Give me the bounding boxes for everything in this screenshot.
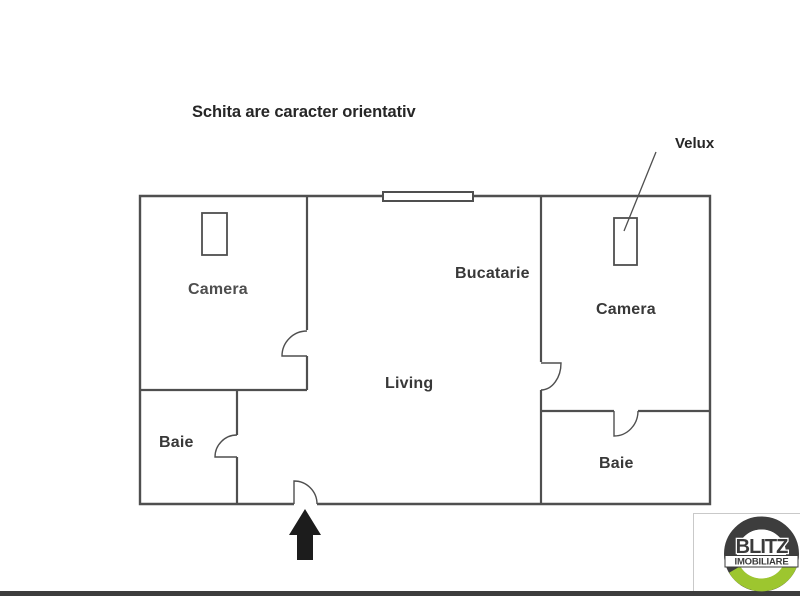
- logo-subtitle: IMOBILIARE: [735, 557, 789, 568]
- room-label-baie-left: Baie: [159, 434, 194, 451]
- room-label-living: Living: [385, 375, 434, 392]
- door-arc-camera-right: [540, 362, 562, 391]
- door-arc-baie-right: [613, 410, 639, 437]
- door-arc-entrance: [293, 480, 318, 505]
- agency-logo-box: BLITZ IMOBILIARE: [693, 513, 800, 592]
- room-label-baie-right: Baie: [599, 455, 634, 472]
- velux-pointer-line: [623, 151, 657, 232]
- velux-label: Velux: [675, 135, 715, 152]
- window-top-wall: [382, 191, 474, 202]
- bottom-divider-bar: [0, 591, 800, 596]
- logo-green-arc: [729, 559, 798, 592]
- interior-walls: [140, 196, 710, 504]
- logo-name: BLITZ: [736, 536, 788, 558]
- velux-window: [613, 217, 638, 266]
- window-rect-camera-left: [201, 212, 228, 256]
- door-arc-baie-left: [214, 434, 238, 458]
- room-label-bucatarie: Bucatarie: [455, 265, 530, 282]
- entrance-arrow-icon: [289, 509, 321, 560]
- logo-subtitle-banner: [724, 555, 799, 568]
- door-arc-camera-left: [281, 330, 308, 357]
- room-label-camera-left: Camera: [188, 281, 248, 298]
- room-label-camera-right: Camera: [596, 301, 656, 318]
- disclaimer-text: Schita are caracter orientativ: [192, 103, 416, 121]
- blitz-logo: BLITZ IMOBILIARE: [724, 516, 799, 592]
